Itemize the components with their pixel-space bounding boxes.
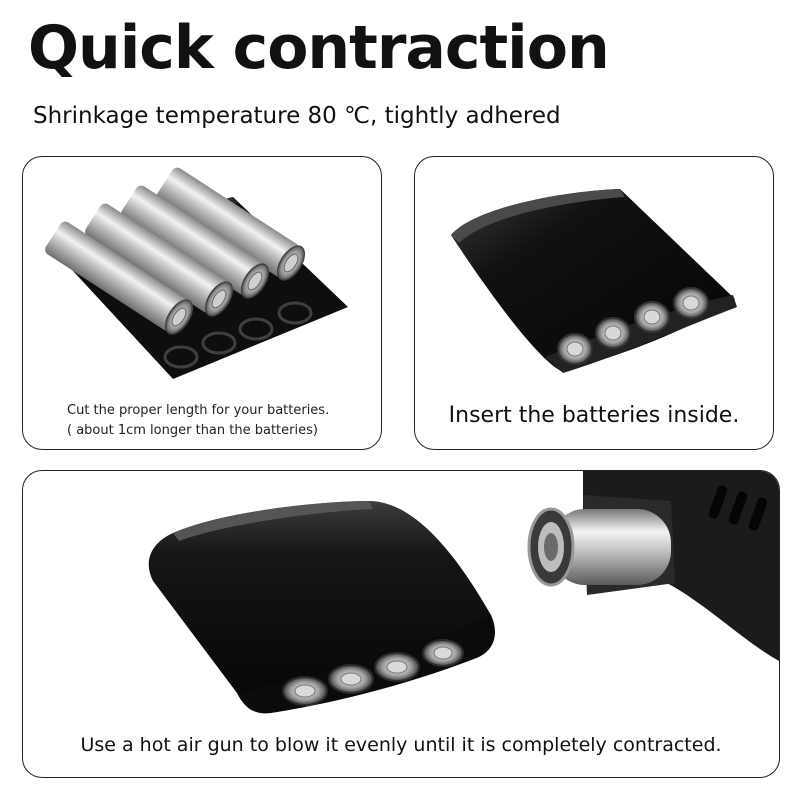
step-panel-cut: Cut the proper length for your batteries… bbox=[22, 156, 382, 450]
step-caption-insert: Insert the batteries inside. bbox=[415, 401, 773, 431]
step-caption-cut: Cut the proper length for your batteries… bbox=[67, 401, 329, 441]
heat-gun-shrinking-illustration bbox=[148, 471, 779, 714]
batteries-on-sheet-illustration bbox=[45, 167, 348, 379]
subheadline: Shrinkage temperature 80 ℃, tightly adhe… bbox=[33, 103, 561, 129]
step-caption-line: Cut the proper length for your batteries… bbox=[67, 403, 330, 418]
batteries-in-sleeve-illustration bbox=[451, 189, 737, 373]
step-caption-line: ( about 1cm longer than the batteries) bbox=[67, 423, 318, 438]
step-caption-line: Insert the batteries inside. bbox=[448, 403, 740, 428]
step-panel-insert: Insert the batteries inside. bbox=[414, 156, 774, 450]
headline: Quick contraction bbox=[28, 13, 610, 83]
step-panel-heat: Use a hot air gun to blow it evenly unti… bbox=[22, 470, 780, 778]
step-caption-line: Use a hot air gun to blow it evenly unti… bbox=[80, 734, 722, 756]
step-caption-heat: Use a hot air gun to blow it evenly unti… bbox=[23, 731, 779, 759]
